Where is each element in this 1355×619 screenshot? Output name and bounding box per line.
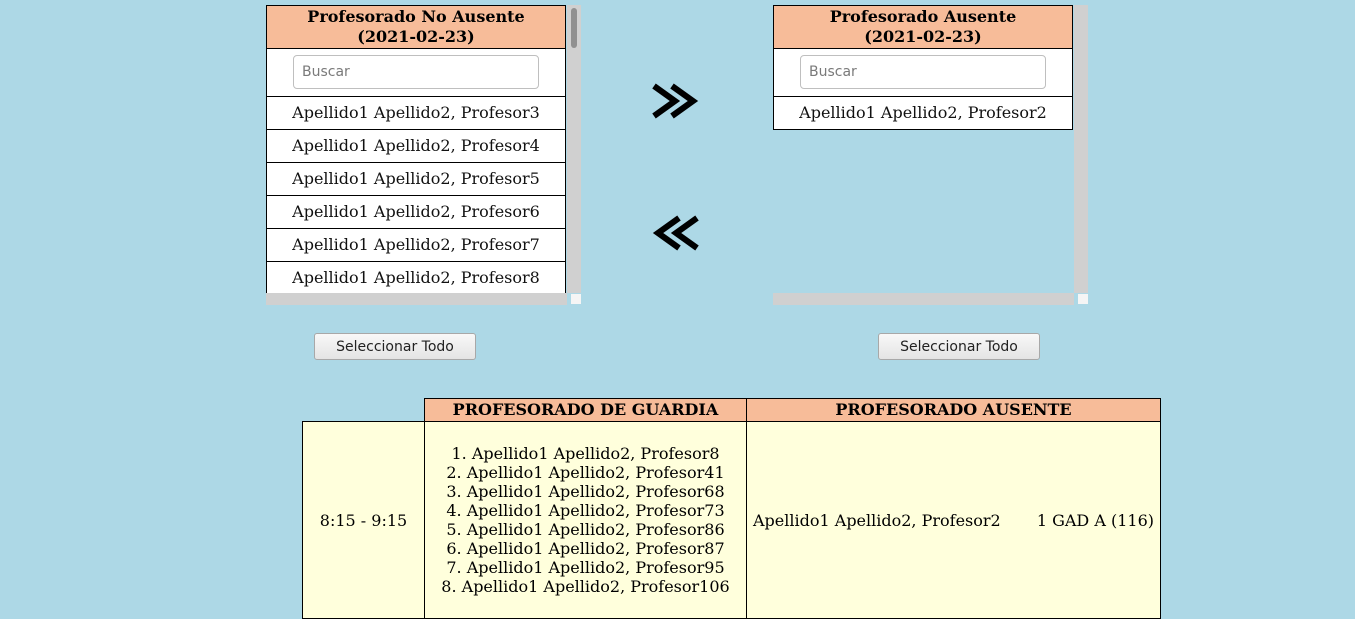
guard-teacher: 4. Apellido1 Apellido2, Profesor73 bbox=[446, 501, 725, 520]
list-item[interactable]: Apellido1 Apellido2, Profesor4 bbox=[266, 130, 566, 163]
absent-teacher-group: 1 GAD A (116) bbox=[1036, 510, 1154, 530]
list-item[interactable]: Apellido1 Apellido2, Profesor5 bbox=[266, 163, 566, 196]
list-item[interactable]: Apellido1 Apellido2, Profesor2 bbox=[773, 97, 1073, 130]
absent-search-row bbox=[773, 49, 1073, 97]
select-all-not-absent-button[interactable]: Seleccionar Todo bbox=[314, 333, 476, 360]
guard-teachers-header: PROFESORADO DE GUARDIA bbox=[424, 398, 747, 422]
absent-teacher-cell: Apellido1 Apellido2, Profesor2 1 GAD A (… bbox=[746, 421, 1161, 619]
absent-teachers-title: Profesorado Ausente bbox=[829, 7, 1017, 26]
move-to-absent-button[interactable] bbox=[651, 81, 701, 121]
no-absent-vertical-scrollbar[interactable] bbox=[567, 5, 581, 293]
guard-teacher: 7. Apellido1 Apellido2, Profesor95 bbox=[446, 558, 725, 577]
no-absent-search-row bbox=[266, 49, 566, 97]
absent-teachers-date: (2021-02-23) bbox=[864, 27, 982, 46]
no-absent-teachers-panel: Profesorado No Ausente (2021-02-23) Apel… bbox=[266, 5, 581, 305]
absent-vertical-scrollbar[interactable] bbox=[1074, 5, 1088, 293]
absent-teachers-list-viewport[interactable]: Profesorado Ausente (2021-02-23) Apellid… bbox=[773, 5, 1073, 293]
guard-teacher: 8. Apellido1 Apellido2, Profesor106 bbox=[441, 577, 730, 596]
absent-teachers-panel: Profesorado Ausente (2021-02-23) Apellid… bbox=[773, 5, 1088, 305]
absent-teacher-row: Apellido1 Apellido2, Profesor2 1 GAD A (… bbox=[747, 511, 1160, 530]
guard-teacher: 5. Apellido1 Apellido2, Profesor86 bbox=[446, 520, 725, 539]
time-slot: 8:15 - 9:15 bbox=[302, 421, 425, 619]
no-absent-teachers-list-viewport[interactable]: Profesorado No Ausente (2021-02-23) Apel… bbox=[266, 5, 566, 293]
guard-teacher: 6. Apellido1 Apellido2, Profesor87 bbox=[446, 539, 725, 558]
no-absent-teachers-title: Profesorado No Ausente bbox=[307, 7, 525, 26]
list-item[interactable]: Apellido1 Apellido2, Profesor3 bbox=[266, 97, 566, 130]
absent-teachers-header: Profesorado Ausente (2021-02-23) bbox=[773, 5, 1073, 49]
guard-schedule-table: PROFESORADO DE GUARDIA PROFESORADO AUSEN… bbox=[302, 398, 1161, 619]
table-row: 8:15 - 9:15 1. Apellido1 Apellido2, Prof… bbox=[302, 421, 1161, 619]
time-header-empty bbox=[303, 399, 425, 422]
no-absent-teachers-date: (2021-02-23) bbox=[357, 27, 475, 46]
guard-teacher: 3. Apellido1 Apellido2, Profesor68 bbox=[446, 482, 725, 501]
move-to-not-absent-button[interactable] bbox=[652, 213, 702, 253]
no-absent-search-input[interactable] bbox=[293, 55, 539, 89]
guard-teacher: 1. Apellido1 Apellido2, Profesor8 bbox=[451, 444, 720, 463]
guard-teacher: 2. Apellido1 Apellido2, Profesor41 bbox=[446, 463, 725, 482]
absent-horizontal-scrollbar[interactable] bbox=[773, 293, 1074, 305]
list-item[interactable]: Apellido1 Apellido2, Profesor8 bbox=[266, 262, 566, 293]
list-item[interactable]: Apellido1 Apellido2, Profesor7 bbox=[266, 229, 566, 262]
no-absent-horizontal-scrollbar[interactable] bbox=[266, 293, 567, 305]
absent-scroll-corner bbox=[1078, 294, 1088, 304]
select-all-absent-button[interactable]: Seleccionar Todo bbox=[878, 333, 1040, 360]
no-absent-teachers-header: Profesorado No Ausente (2021-02-23) bbox=[266, 5, 566, 49]
no-absent-scrollbar-thumb[interactable] bbox=[571, 8, 577, 48]
guard-teachers-cell: 1. Apellido1 Apellido2, Profesor8 2. Ape… bbox=[424, 421, 747, 619]
table-header-row: PROFESORADO DE GUARDIA PROFESORADO AUSEN… bbox=[303, 398, 1161, 422]
absent-search-input[interactable] bbox=[800, 55, 1046, 89]
no-absent-scroll-corner bbox=[571, 294, 581, 304]
double-chevron-right-icon bbox=[652, 83, 699, 119]
absent-teachers-column-header: PROFESORADO AUSENTE bbox=[746, 398, 1161, 422]
double-chevron-left-icon bbox=[652, 215, 699, 251]
absent-teacher-name: Apellido1 Apellido2, Profesor2 bbox=[753, 510, 1001, 530]
list-item[interactable]: Apellido1 Apellido2, Profesor6 bbox=[266, 196, 566, 229]
